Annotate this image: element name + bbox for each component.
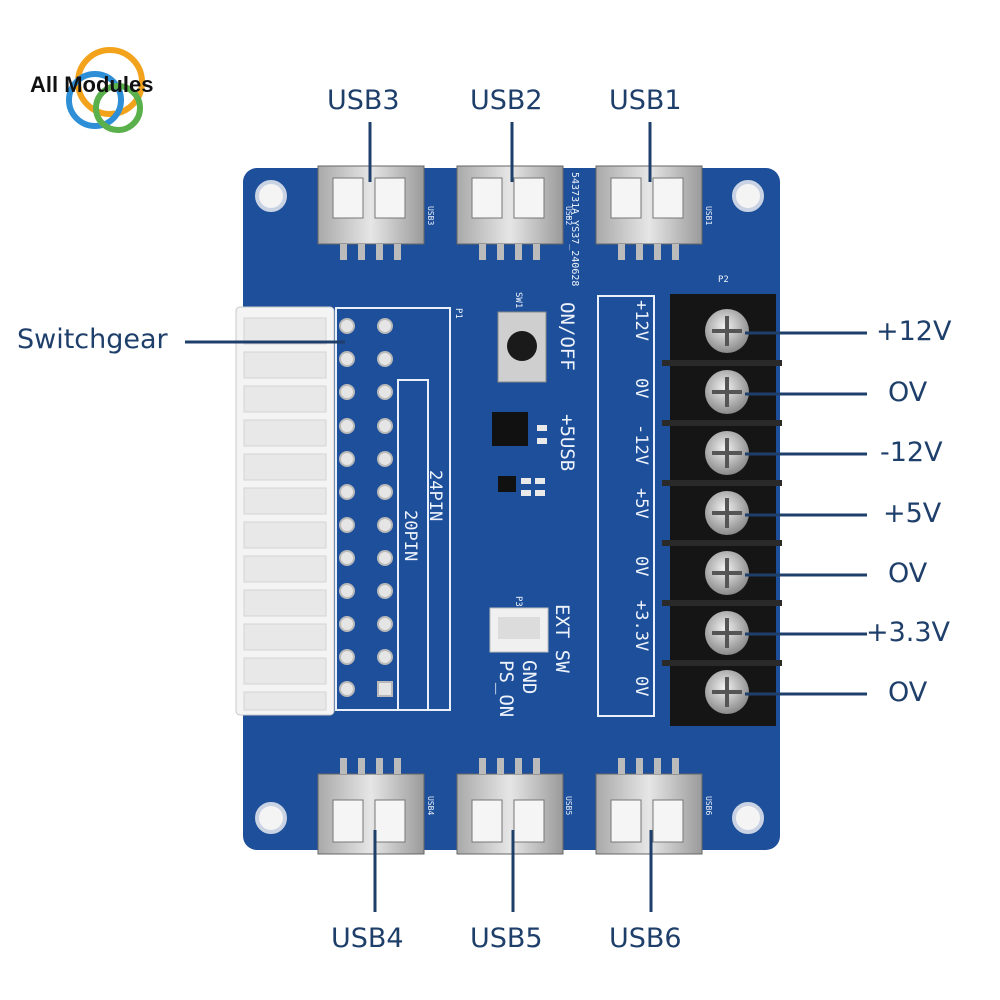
label-0v-1: OV [888, 377, 928, 408]
terminal-block [662, 294, 782, 726]
label-usb5: USB5 [470, 923, 543, 954]
smd-parts [521, 425, 547, 496]
silk-rail-7: 0V [631, 676, 651, 696]
usb-port-bottom-6 [595, 758, 703, 855]
silk-rail-6: +3.3V [631, 600, 651, 651]
tact-switch [497, 311, 547, 383]
leader-lines [185, 122, 867, 912]
silk-ext-sw: EXT SW [551, 604, 573, 673]
atx-24pin-connector [235, 306, 335, 716]
pin20-frame [397, 379, 429, 711]
label-usb1: USB1 [609, 85, 682, 116]
label-0v-2: OV [888, 558, 928, 589]
jst-connector [489, 607, 549, 653]
silk-on-off: ON/OFF [556, 302, 578, 371]
ic-chip [492, 412, 528, 446]
silk-usb-ref-6: USB6 [704, 796, 713, 815]
silk-usb-ref-3: USB3 [426, 206, 435, 225]
usb-port-bottom-4 [317, 758, 425, 855]
brand-logo: All Modules [30, 72, 154, 97]
usb-port-bottom-5 [456, 758, 564, 855]
silk-sw1: SW1 [513, 292, 523, 308]
connector-pins [339, 318, 393, 697]
silk-20pin: 20PIN [400, 510, 420, 561]
label-0v-3: OV [888, 677, 928, 708]
label-usb3: USB3 [327, 85, 400, 116]
silk-rail-2: 0V [631, 378, 651, 398]
usb-port-top-2 [456, 165, 564, 260]
label-usb4: USB4 [331, 923, 404, 954]
label-switchgear: Switchgear [17, 324, 168, 355]
silk-usb-ref-2: USB2 [564, 206, 573, 225]
rail-panel-frame [597, 295, 655, 717]
pcb-substrate [243, 168, 780, 850]
label-usb6: USB6 [609, 923, 682, 954]
label-plus12v: +12V [876, 316, 952, 347]
transistor [498, 476, 516, 492]
silk-rail-5: 0V [631, 556, 651, 576]
label-plus3-3v: +3.3V [866, 617, 951, 648]
silk-rail-3: -12V [631, 424, 651, 465]
pin24-frame [335, 307, 451, 711]
label-plus5v: +5V [883, 498, 942, 529]
silk-rail-1: +12V [631, 300, 651, 341]
label-usb2: USB2 [470, 85, 543, 116]
silk-rail-4: +5V [631, 488, 651, 519]
silk-p2: P2 [718, 275, 729, 285]
silk-ps-on: PS_ON [495, 660, 517, 717]
silk-p1: P1 [453, 308, 463, 319]
silk-usb-ref-4: USB4 [426, 796, 435, 815]
label-minus12v: -12V [880, 437, 943, 468]
silk-5usb: +5USB [556, 414, 578, 471]
silk-24pin: 24PIN [425, 470, 445, 521]
terminal-screws [705, 309, 749, 714]
silk-p3: P3 [513, 596, 523, 607]
silk-usb-ref-5: USB5 [564, 796, 573, 815]
logo-swirl [66, 47, 145, 133]
mounting-holes [255, 180, 764, 834]
silk-usb-ref-1: USB1 [704, 206, 713, 225]
silk-board-id: 543731A_YS37_240628 [569, 172, 580, 286]
silk-gnd: GND [518, 660, 540, 694]
